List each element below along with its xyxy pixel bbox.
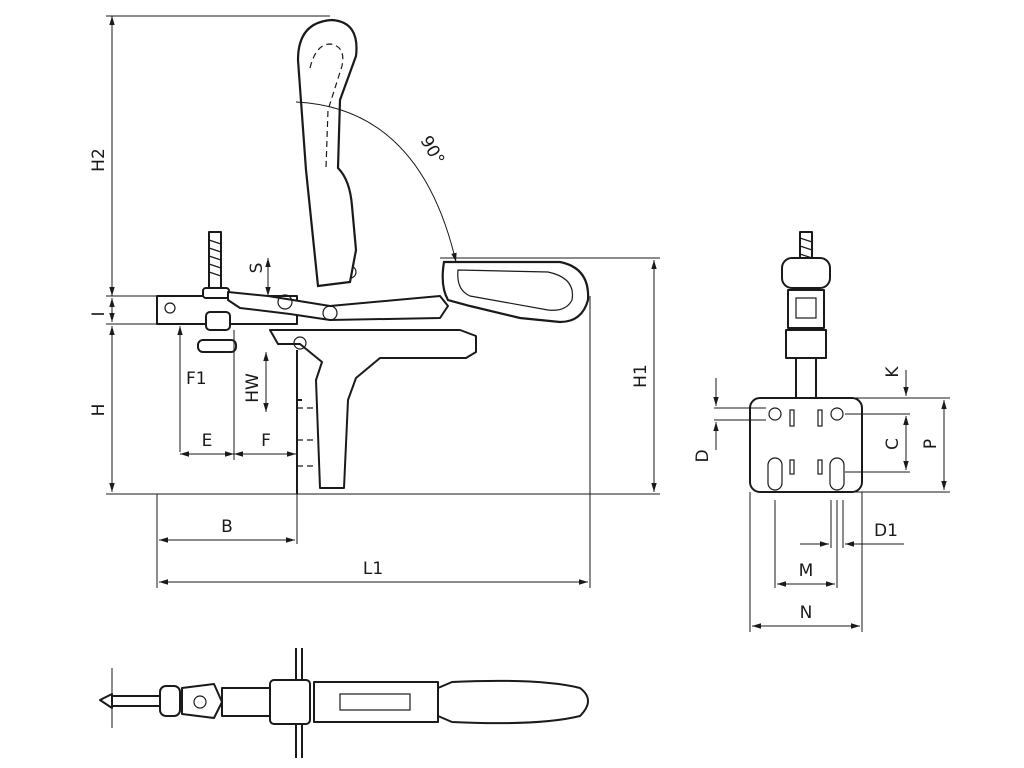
label-h1: H1 [631,364,651,388]
label-l1: L1 [363,559,383,579]
front-rib-2 [817,409,823,427]
handle-open [296,18,358,288]
top-spindle [111,695,163,707]
side-dimensions: H2 90° S I H F1 HW E F H1 B L1 [89,15,660,588]
top-arm-tip [159,685,181,717]
label-h: H [89,404,109,417]
spindle-tip [99,693,113,709]
extension-lines [106,15,660,495]
top-nut [181,683,223,719]
front-column [785,329,827,359]
front-rib-3 [789,459,795,475]
label-e: E [202,431,213,451]
label-angle: 90° [416,133,448,169]
bracket-edge [296,350,302,494]
top-nut-center [193,695,207,709]
label-k: K [883,366,903,378]
front-post [795,358,817,398]
front-dimensions: K D C P D1 M N [693,366,950,632]
handle-open-inner [309,43,344,169]
front-rib-4 [817,459,823,475]
label-h2: H2 [89,148,109,172]
label-s: S [247,263,267,274]
top-handle [437,679,589,725]
front-ext-lines [714,397,950,632]
label-c: C [883,438,903,450]
handle-closed-inner [457,269,574,311]
front-link [787,289,825,329]
front-slot-2 [829,457,845,491]
handle-closed [441,260,590,324]
pivot-2 [322,305,338,321]
front-base-plate [749,397,863,493]
label-f: F [261,431,271,451]
clamp-arm [227,291,449,321]
hidden-lines [297,407,316,467]
front-hole-2 [830,407,844,421]
top-body-inner [339,693,411,711]
front-arm-head [781,257,831,289]
label-d: D [693,449,713,462]
ext-b-l1 [156,296,591,588]
pivot-4 [293,336,307,350]
side-view [156,18,590,494]
label-p: P [921,439,941,449]
front-slot-1 [767,457,783,491]
spindle-pad [197,339,237,353]
front-view [749,231,863,493]
mount-hole [164,302,176,314]
pivot-1 [277,294,293,310]
label-i: I [89,311,109,316]
front-hole-1 [768,407,782,421]
label-hw: HW [243,373,263,403]
front-rib-1 [789,409,795,427]
label-n: N [800,603,813,623]
spindle-nut [202,287,230,299]
spindle-holder [205,311,231,331]
label-b: B [221,517,233,537]
label-d1: D1 [874,521,898,541]
top-link [269,679,311,725]
spindle-thread [208,239,222,277]
top-body [313,681,439,723]
top-view [99,648,589,758]
front-link-inner [795,297,817,319]
label-m: M [799,561,814,581]
clamp-body [269,329,477,489]
label-f1: F1 [186,369,207,389]
rotation-arc [295,101,457,263]
